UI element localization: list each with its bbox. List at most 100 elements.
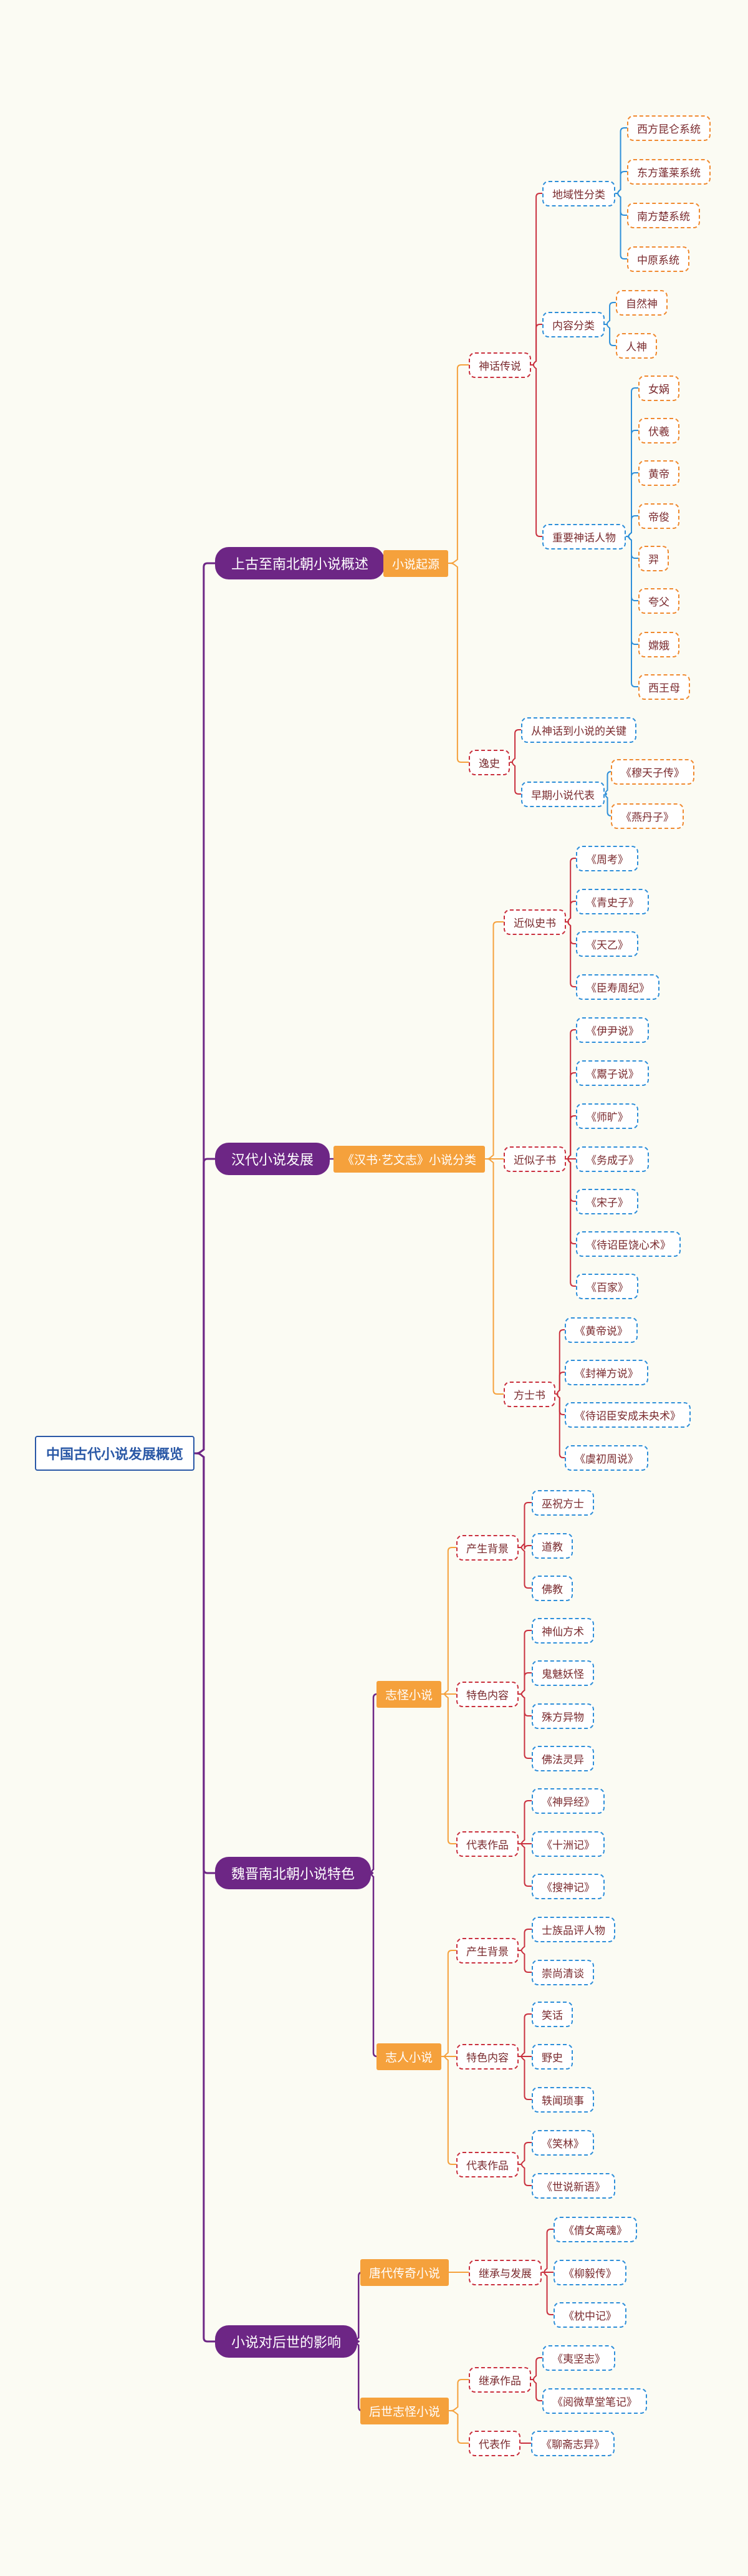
leaf-夸父: 夸父 — [638, 588, 679, 614]
connector-从神话到小说的关键 — [509, 729, 521, 763]
connector-青史子 — [565, 901, 576, 922]
leaf-务成子: 《务成子》 — [576, 1146, 649, 1172]
leaf-待诏臣饶心术: 《待诏臣饶心术》 — [576, 1231, 681, 1257]
leaf-鬻子说: 《鬻子说》 — [576, 1060, 649, 1086]
leaf-帝俊: 帝俊 — [638, 503, 679, 529]
leaf-搜神记: 《搜神记》 — [532, 1873, 605, 1899]
main-branch-2: 汉代小说发展 — [215, 1143, 330, 1175]
sub-topic-志人小说: 志人小说 — [376, 2043, 442, 2070]
connector-封禅方说 — [555, 1372, 565, 1395]
root-topic: 中国古代小说发展概览 — [35, 1436, 195, 1471]
category-近似史书: 近似史书 — [504, 909, 566, 935]
category-代表作品: 代表作品 — [456, 2151, 519, 2177]
category-继承与发展: 继承与发展 — [469, 2259, 542, 2285]
connector-东方蓬莱系统 — [615, 171, 627, 194]
leaf-倩女离魂: 《倩女离魂》 — [554, 2216, 637, 2242]
sub-topic-唐代传奇小说: 唐代传奇小说 — [360, 2259, 449, 2286]
connector-道教 — [518, 1542, 532, 1550]
connector-虞初周说 — [555, 1393, 565, 1458]
connector-重要神话人物 — [530, 364, 542, 537]
connector-崇尚清谈 — [518, 1950, 532, 1973]
category-代表作品: 代表作品 — [456, 1831, 519, 1857]
category-特色内容: 特色内容 — [456, 2043, 519, 2070]
leaf-野史: 野史 — [532, 2043, 573, 2070]
connector-继承作品 — [448, 2379, 469, 2411]
connector-穆天子传 — [604, 771, 611, 795]
leaf-师旷: 《师旷》 — [576, 1103, 638, 1129]
category-近似子书: 近似子书 — [504, 1146, 566, 1172]
connector-方士书 — [484, 1158, 504, 1395]
leaf-穆天子传: 《穆天子传》 — [611, 758, 694, 785]
leaf-西王母: 西王母 — [638, 674, 690, 700]
connector-佛法灵异 — [518, 1693, 532, 1759]
connector-巫祝方士 — [518, 1502, 532, 1548]
leaf-虞初周说: 《虞初周说》 — [565, 1445, 648, 1471]
connector-产生背景 — [441, 1950, 456, 2057]
category-特色内容: 特色内容 — [456, 1681, 519, 1707]
connector-root-branch-1 — [194, 562, 215, 1455]
connector-燕丹子 — [604, 793, 611, 816]
leaf-女娲: 女娲 — [638, 375, 679, 401]
leaf-夷坚志: 《夷坚志》 — [542, 2345, 615, 2371]
leaf-笑林: 《笑林》 — [532, 2129, 594, 2156]
category-产生背景: 产生背景 — [456, 1937, 519, 1963]
leaf-黄帝: 黄帝 — [638, 460, 679, 486]
leaf-士族品评人物: 士族品评人物 — [532, 1916, 615, 1942]
category-重要神话人物: 重要神话人物 — [542, 523, 626, 550]
connector-笑话 — [518, 2013, 532, 2057]
sub-topic-志怪小说: 志怪小说 — [376, 1680, 442, 1708]
leaf-百家: 《百家》 — [576, 1273, 638, 1299]
leaf-周考: 《周考》 — [576, 845, 638, 871]
connector-产生背景 — [441, 1547, 456, 1695]
connector-帝俊 — [625, 515, 638, 537]
leaf-轶闻琐事: 轶闻琐事 — [532, 2086, 594, 2113]
connector-中原系统 — [615, 193, 627, 259]
category-逸史: 逸史 — [469, 749, 510, 775]
category-早期小说代表: 早期小说代表 — [521, 781, 605, 807]
connector-倩女离魂 — [541, 2229, 554, 2273]
leaf-笑话: 笑话 — [532, 2001, 573, 2027]
connector-代表作品 — [441, 2056, 456, 2165]
connector-士族品评人物 — [518, 1929, 532, 1951]
leaf-神异经: 《神异经》 — [532, 1788, 605, 1814]
main-branch-1: 上古至南北朝小说概述 — [215, 547, 385, 579]
connector-神异经 — [518, 1800, 532, 1844]
leaf-道教: 道教 — [532, 1533, 573, 1559]
connector-志怪小说 — [370, 1693, 378, 1874]
category-继承作品: 继承作品 — [469, 2366, 531, 2393]
leaf-西方昆仑系统: 西方昆仑系统 — [627, 115, 711, 141]
leaf-聊斋志异: 《聊斋志异》 — [531, 2430, 615, 2456]
leaf-巫祝方士: 巫祝方士 — [532, 1489, 594, 1516]
leaf-鬼魅妖怪: 鬼魅妖怪 — [532, 1660, 594, 1686]
connector-神仙方术 — [518, 1630, 532, 1695]
connector-轶闻琐事 — [518, 2056, 532, 2100]
category-代表作: 代表作 — [469, 2430, 520, 2456]
connector-内容分类 — [530, 324, 542, 366]
leaf-嫦娥: 嫦娥 — [638, 631, 679, 657]
connector-臣寿周纪 — [565, 921, 576, 987]
category-神话传说: 神话传说 — [469, 352, 531, 378]
leaf-羿: 羿 — [638, 545, 669, 571]
sub-topic-小说起源: 小说起源 — [383, 550, 449, 577]
leaf-臣寿周纪: 《臣寿周纪》 — [576, 974, 659, 1000]
connector-逸史 — [448, 563, 469, 763]
leaf-柳毅传: 《柳毅传》 — [554, 2259, 626, 2285]
leaf-崇尚清谈: 崇尚清谈 — [532, 1959, 594, 1985]
main-branch-4: 小说对后世的影响 — [215, 2325, 358, 2358]
connector-笑林 — [518, 2142, 532, 2165]
connector-夷坚志 — [530, 2357, 542, 2380]
connector-百家 — [565, 1158, 576, 1287]
leaf-青史子: 《青史子》 — [576, 888, 649, 914]
leaf-人神: 人神 — [616, 332, 657, 359]
leaf-枕中记: 《枕中记》 — [554, 2302, 626, 2328]
connector-早期小说代表 — [509, 762, 521, 795]
connector-代表作品 — [441, 1693, 456, 1844]
leaf-伊尹说: 《伊尹说》 — [576, 1017, 649, 1043]
leaf-神仙方术: 神仙方术 — [532, 1617, 594, 1644]
connector-代表作 — [448, 2410, 469, 2444]
sub-topic-后世志怪小说: 后世志怪小说 — [360, 2397, 449, 2424]
leaf-世说新语: 《世说新语》 — [532, 2172, 615, 2199]
leaf-黄帝说: 《黄帝说》 — [565, 1317, 638, 1343]
